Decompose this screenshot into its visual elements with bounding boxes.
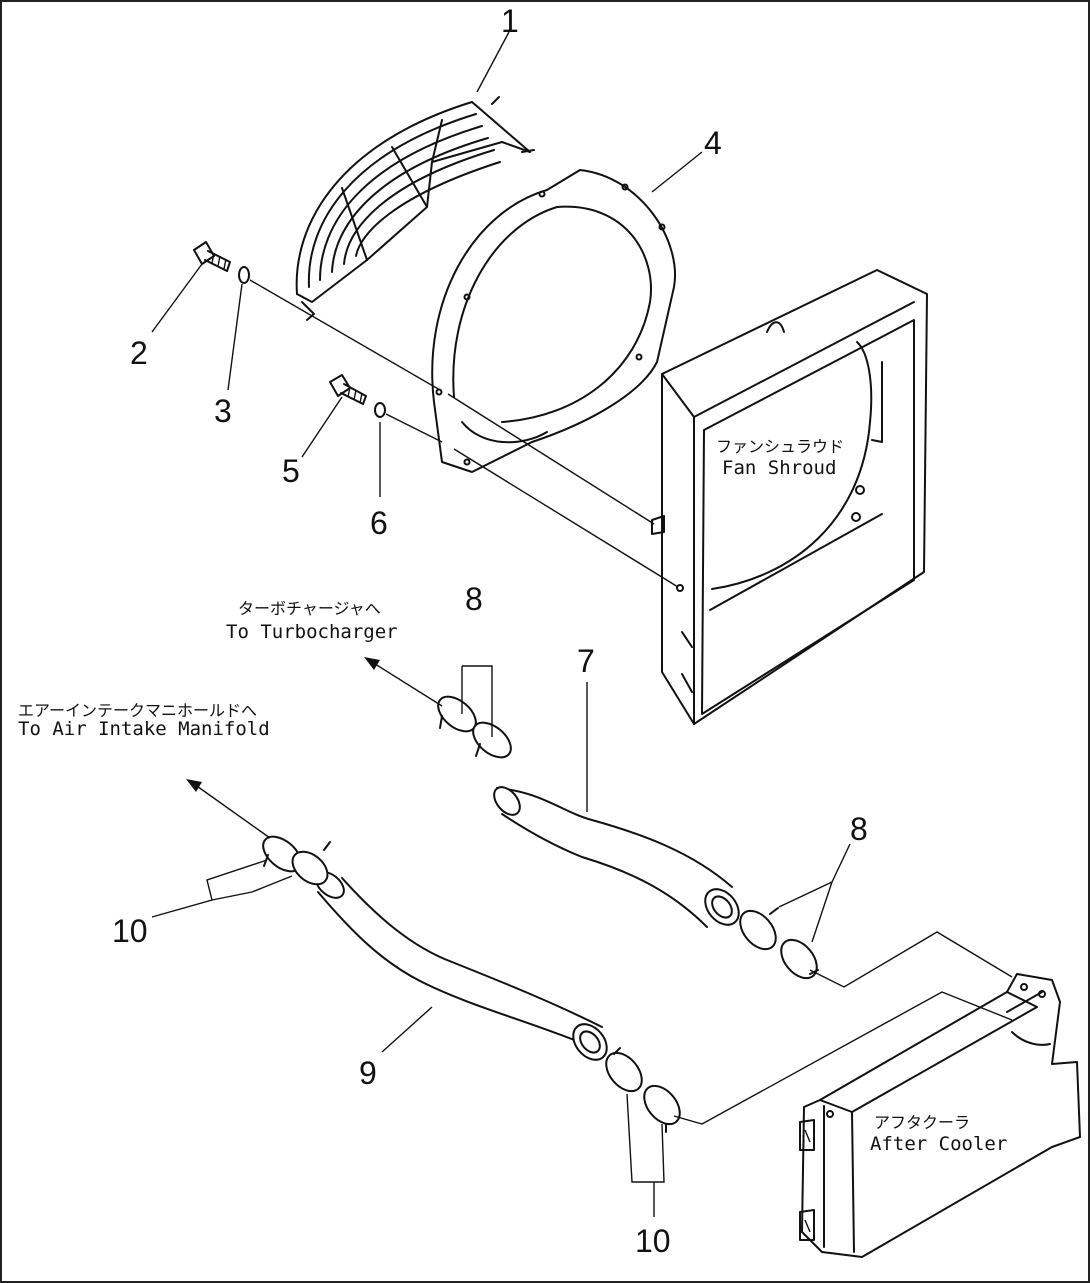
turbocharger-label-en: To Turbocharger [226, 621, 398, 643]
bolt-part-2 [193, 241, 231, 272]
callout-5: 5 [282, 453, 300, 489]
fan-shroud-assembly [651, 269, 928, 725]
callout-2: 2 [130, 335, 148, 371]
callout-3: 3 [214, 393, 232, 429]
intake-manifold-label-en: To Air Intake Manifold [18, 718, 270, 740]
fan-shroud-label-en: Fan Shroud [722, 457, 836, 479]
clamp-part-10-lower [605, 1047, 681, 1133]
callout-numbers: 1 2 3 4 5 6 7 8 8 9 10 10 [112, 3, 868, 1259]
assembly-center-lines [249, 279, 679, 588]
bolt-part-5 [329, 374, 367, 405]
hose-part-9 [315, 871, 608, 1061]
callout-8-upper: 8 [465, 581, 483, 617]
callout-10-left: 10 [112, 913, 148, 949]
clamp-part-8-lower [739, 907, 819, 980]
callout-10-lower: 10 [635, 1223, 671, 1259]
washer-part-3 [238, 266, 250, 284]
connection-lines [673, 931, 1013, 1125]
after-cooler-assembly [799, 973, 1081, 1258]
turbocharger-label-jp: ターボチャージャへ [238, 599, 381, 618]
fan-guard-part-1 [295, 96, 535, 321]
leader-lines [151, 31, 851, 1217]
callout-8-lower: 8 [850, 811, 868, 847]
clamp-part-10-left [262, 835, 331, 886]
hose-part-7 [493, 786, 740, 928]
after-cooler-label-jp: アフタクーラ [874, 1113, 970, 1132]
fan-shroud-label-jp: ファンシュラウド [716, 437, 844, 456]
gasket-ring-part-4 [431, 169, 676, 473]
text-labels: ファンシュラウド Fan Shroud ターボチャージャへ To Turboch… [18, 437, 1007, 1155]
callout-4: 4 [704, 125, 722, 161]
callout-9: 9 [359, 1055, 377, 1091]
arrow-to-intake-manifold [186, 779, 271, 839]
clamp-part-8-upper [437, 695, 512, 759]
callout-1: 1 [501, 3, 519, 39]
washer-part-6 [374, 402, 386, 418]
arrow-to-turbocharger [364, 657, 443, 707]
after-cooler-label-en: After Cooler [870, 1133, 1007, 1155]
callout-6: 6 [370, 505, 388, 541]
intake-manifold-label-jp: エアーインテークマニホールドへ [18, 701, 257, 720]
callout-7: 7 [577, 643, 595, 679]
